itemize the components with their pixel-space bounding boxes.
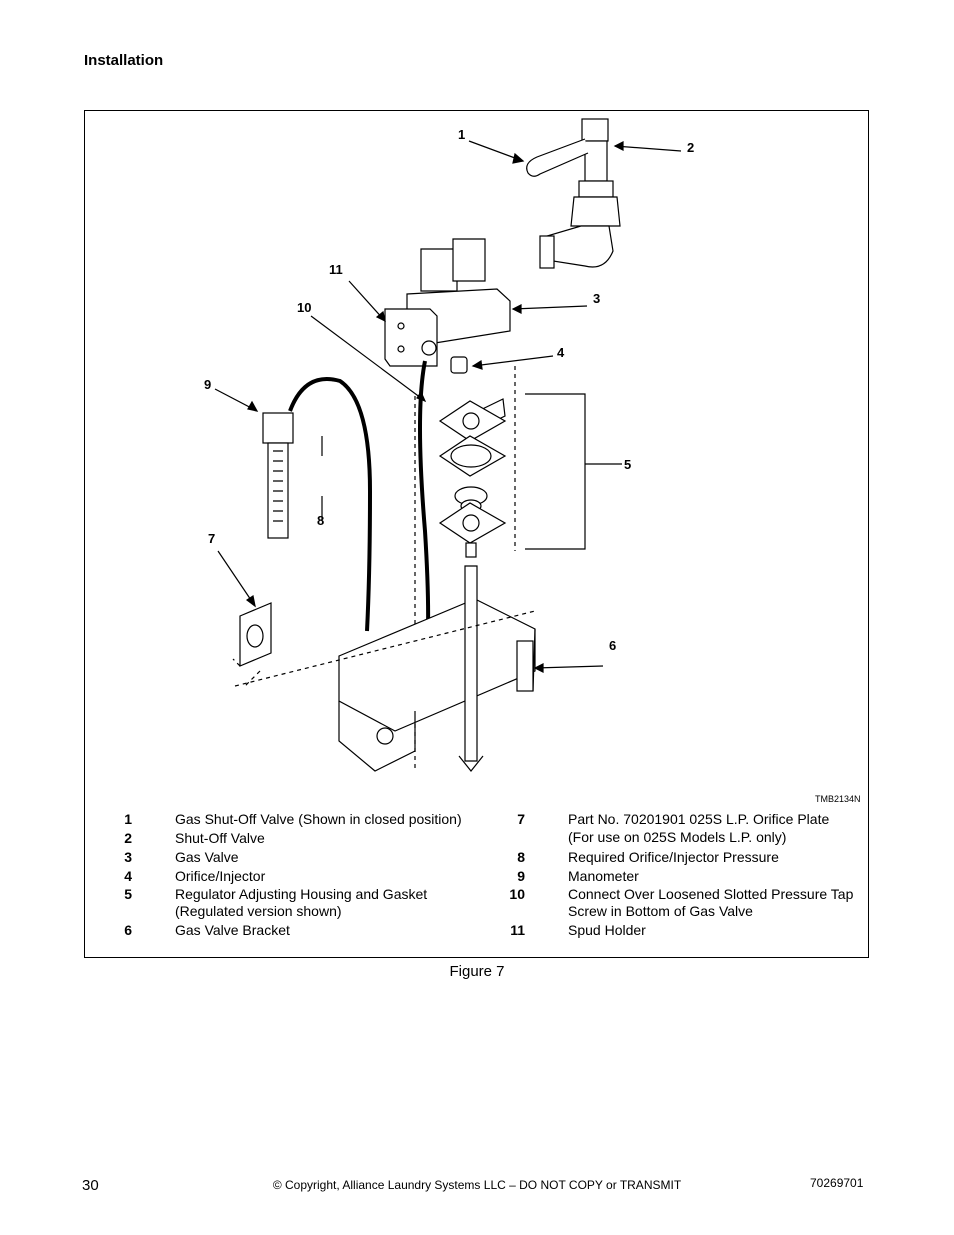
- legend-text: Spud Holder: [568, 922, 646, 938]
- callout-2: 2: [687, 140, 695, 155]
- callout-4: 4: [557, 345, 565, 360]
- gas-valve-bracket-drawing: [234, 565, 536, 772]
- legend-text: Manometer: [568, 868, 639, 884]
- legend-num: 5: [124, 886, 132, 902]
- callout-11: 11: [329, 262, 343, 277]
- legend-num: 9: [517, 868, 525, 884]
- legend-num: 3: [124, 849, 132, 865]
- document-number: 70269701: [810, 1176, 864, 1190]
- legend-text: Required Orifice/Injector Pressure: [568, 849, 779, 865]
- callout-1: 1: [458, 127, 466, 142]
- legend-num: 11: [510, 922, 525, 938]
- regulator-housing-drawing: [414, 366, 516, 771]
- legend-text: Connect Over Loosened Slotted Pressure T…: [568, 886, 854, 902]
- legend-text: (Regulated version shown): [175, 903, 342, 919]
- legend-text: Gas Valve: [175, 849, 239, 865]
- callout-6: 6: [609, 638, 617, 653]
- callout-3: 3: [593, 291, 601, 306]
- legend-num: 8: [517, 849, 525, 865]
- legend-num: 4: [124, 868, 132, 884]
- legend-text: Shut-Off Valve: [175, 830, 265, 846]
- drawing-id: TMB2134N: [815, 794, 861, 804]
- manometer-drawing: [262, 412, 323, 539]
- gas-valve-assembly-drawing: [214, 118, 682, 772]
- legend-text: Gas Shut-Off Valve (Shown in closed posi…: [175, 811, 462, 827]
- legend-num: 10: [509, 886, 525, 902]
- callout-8: 8: [317, 513, 325, 528]
- callout-10: 10: [297, 300, 312, 315]
- legend-text: Regulator Adjusting Housing and Gasket: [175, 886, 428, 902]
- callout-7: 7: [208, 531, 216, 546]
- orifice-injector-drawing: [450, 356, 468, 374]
- legend-num: 2: [124, 830, 132, 846]
- legend-text: Part No. 70201901 025S L.P. Orifice Plat…: [568, 811, 830, 827]
- legend-text: Orifice/Injector: [175, 868, 266, 884]
- legend-text: Gas Valve Bracket: [175, 922, 290, 938]
- shut-off-valve-drawing: [526, 118, 621, 269]
- legend-text: (For use on 025S Models L.P. only): [568, 829, 787, 845]
- section-title: Installation: [84, 52, 164, 69]
- callout-9: 9: [204, 377, 212, 392]
- figure-caption: Figure 7: [449, 963, 505, 980]
- figure-frame: 1 2 3 4 5 6 7 8 9 10 11 TMB2134N 1 Gas S…: [84, 110, 869, 958]
- legend-num: 6: [124, 922, 132, 938]
- legend-text: Screw in Bottom of Gas Valve: [568, 903, 753, 919]
- page-number: 30: [82, 1177, 99, 1194]
- copyright-notice: © Copyright, Alliance Laundry Systems LL…: [272, 1178, 682, 1192]
- legend-num: 7: [517, 811, 525, 827]
- gas-valve-drawing: [384, 238, 511, 367]
- legend-num: 1: [124, 811, 132, 827]
- callout-5: 5: [624, 457, 632, 472]
